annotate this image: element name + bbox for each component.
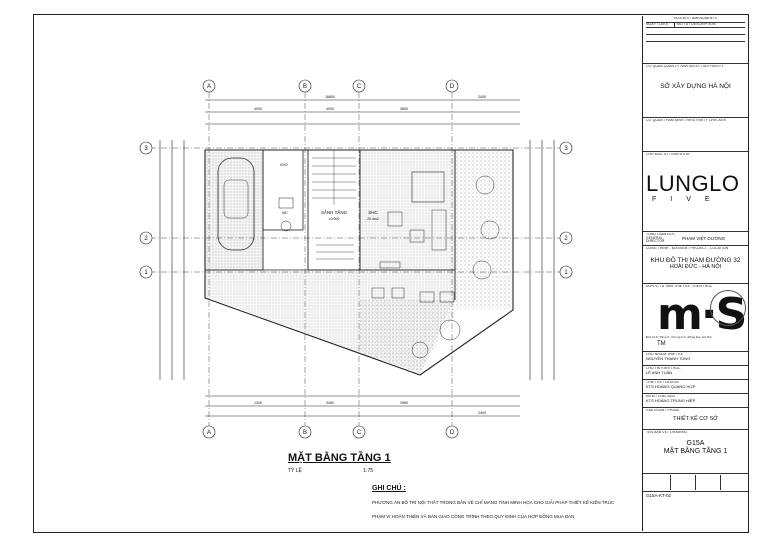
investor-label: CHỦ ĐẦU TƯ / INVESTOR [646,153,690,156]
notes-heading: GHI CHÚ : [372,485,406,492]
signature-label-4: KIỂM / CHECKED [646,395,676,398]
consultant-label: ĐƠN VỊ TƯ VẤN THIẾT KẾ - KIẾN TRÚC [646,285,713,288]
company-seal-stamp [710,290,746,326]
grid-label-b-bottom: B [303,430,307,436]
consultant-block: ĐƠN VỊ TƯ VẤN THIẾT KẾ - KIẾN TRÚC m·S T… [643,284,748,352]
room-label-living: SHC [368,210,378,215]
representative-value: PHẠM VIỆT DƯƠNG [682,235,726,241]
grid-label-b-top: B [303,84,307,90]
phase-block: GIAI ĐOẠN / PHASE THIẾT KẾ CƠ SỞ [643,408,748,430]
project-line-1: KHU ĐÔ THỊ NAM ĐƯỜNG 32 [650,256,741,264]
dim-top-2: 4000 [326,107,334,111]
plan-title: MẶT BẰNG TẦNG 1 [288,452,391,464]
grid-label-d-bottom: D [450,430,455,436]
scale-value: 1:75 [363,468,374,474]
authority-value: SỞ XÂY DỰNG HÀ NỘI [660,82,731,90]
room-label-stair-level: ±0.000 [329,217,340,221]
grid-label-1-left: 1 [144,270,148,276]
project-block: CÔNG TRÌNH - ĐỊA ĐIỂM / PROJECT - LOCATI… [643,246,748,284]
grid-label-3-right: 3 [564,146,568,152]
grid-label-2-left: 2 [144,236,148,242]
grid-label-c-bottom: C [357,430,362,436]
consultant-logo-tm: TM [657,340,666,347]
third-party-block: CƠ QUAN THẨM ĐỊNH THIRD PARTY CHECKER [643,118,748,152]
representative-label: TỔNG GIÁM ĐỐC GENERAL DIRECTOR [646,232,676,244]
dim-top-3: 3850 [400,107,408,111]
signature-label-3: THIẾT KẾ / DESIGN [646,381,679,384]
note-line-1: PHƯƠNG ÁN BỐ TRÍ NỘI THẤT TRONG BẢN VẼ C… [372,500,615,505]
room-label-living-area: 20.4m2 [367,217,379,221]
authority-label: CƠ QUAN QUẢN LÝ NHÀ NƯỚC / AUTHORITY [646,65,724,68]
grid-label-d-top: D [450,84,455,90]
dim-top-overall: 16800 [325,95,335,99]
phase-label: GIAI ĐOẠN / PHASE [646,409,680,412]
signature-label-2: CHỦ TRÌ KIẾN TRÚC [646,367,681,370]
grid-label-3-left: 3 [144,146,148,152]
third-party-label: CƠ QUAN THẨM ĐỊNH THIRD PARTY CHECKER [646,119,727,122]
signature-label-1: CHỦ NHIỆM THIẾT KẾ [646,353,684,356]
drawing-code: G15A [686,439,705,447]
grid-label-2-right: 2 [564,236,568,242]
signature-row-1: CHỦ NHIỆM THIẾT KẾ NGUYỄN THANH TÙNG [643,352,748,366]
room-label-stair: SẢNH TẦNG [321,209,348,215]
plan-scale: TỶ LỆ 1:75 [288,468,373,474]
dim-bottom-2: 3460 [326,401,334,405]
representative-block: TỔNG GIÁM ĐỐC GENERAL DIRECTOR PHẠM VIỆT… [643,232,748,246]
phase-value: THIẾT KẾ CƠ SỞ [673,415,718,422]
drawing-name: MẶT BẰNG TẦNG 1 [663,447,728,455]
room-label-kho: KHO [280,163,288,167]
room-label-wc: WC [282,211,288,215]
note-line-2: PHẠM VI HOÀN THIỆN VÀ BÀN GIAO CÔNG TRÌN… [372,514,575,519]
title-block: SỬA ĐỔI / AMENDMENTS NGÀY / DATE MÔ TẢ /… [642,16,748,531]
drawing-meta-row [643,474,748,492]
grid-label-a-top: A [207,84,211,90]
drawing-block: TÊN BẢN VẼ / DRAWING G15A MẶT BẰNG TẦNG … [643,430,748,474]
revisions-header: SỬA ĐỔI / AMENDMENTS [674,17,717,20]
drawing-sheet-border [33,14,749,533]
signature-row-3: THIẾT KẾ / DESIGN KTS.HOÀNG QUANG HỢP [643,380,748,394]
signature-value-1: NGUYỄN THANH TÙNG [646,355,691,361]
dim-bottom-3: 3960 [400,401,408,405]
project-label: CÔNG TRÌNH - ĐỊA ĐIỂM / PROJECT - LOCATI… [646,247,729,250]
authority-block: CƠ QUAN QUẢN LÝ NHÀ NƯỚC / AUTHORITY SỞ … [643,64,748,118]
signature-row-4: KIỂM / CHECKED KTS.HOÀNG TRUNG HIỆP [643,394,748,408]
signature-value-3: KTS.HOÀNG QUANG HỢP [646,383,696,389]
grid-label-a-bottom: A [207,430,211,436]
drawing-label: TÊN BẢN VẼ / DRAWING [646,431,688,434]
revisions-col-date: NGÀY / DATE [646,22,675,27]
consultant-address: ĐỊA CHỈ: Tầng 6, Chung Cư, Đống Đa, Hà N… [646,336,712,339]
project-line-2: HOÀI ĐỨC - HÀ NỘI [669,264,722,271]
floor-plan-drawing: A B C D A B C D 3 2 1 3 2 1 16800 4000 4… [139,79,573,439]
signature-value-2: LÊ ANH TUẤN [646,369,673,375]
investor-logo-sub: FIVE [652,196,724,204]
sheet-number: G15A-KT-02 [646,493,672,498]
dim-top-4: 2400 [478,95,486,99]
sheet-number-row: G15A-KT-02 [643,492,748,506]
revisions-col-desc: MÔ TẢ / DESCRIPTION [677,22,716,26]
dim-bottom-1: 1300 [254,401,262,405]
grid-label-c-top: C [357,84,362,90]
grid-label-1-right: 1 [564,270,568,276]
dim-bottom-4: 2400 [478,411,486,415]
dim-top-1: 4000 [254,107,262,111]
signature-value-4: KTS.HOÀNG TRUNG HIỆP [646,397,696,403]
signature-row-2: CHỦ TRÌ KIẾN TRÚC LÊ ANH TUẤN [643,366,748,380]
revisions-table: SỬA ĐỔI / AMENDMENTS NGÀY / DATE MÔ TẢ /… [643,16,748,64]
investor-block: CHỦ ĐẦU TƯ / INVESTOR LUNGLO FIVE [643,152,748,232]
investor-logo-main: LUNGLO [646,170,740,196]
scale-label: TỶ LỆ [288,468,302,474]
